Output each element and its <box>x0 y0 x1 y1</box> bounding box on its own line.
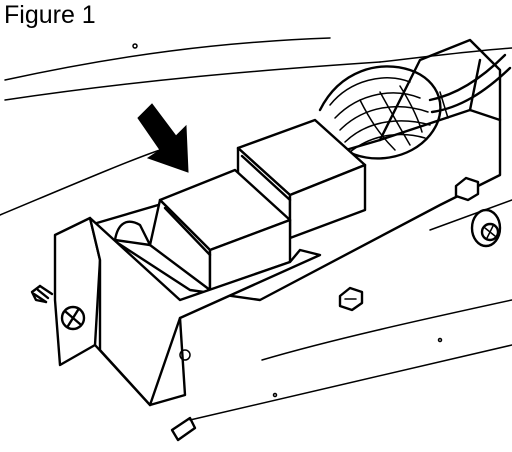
pointer-arrow-icon <box>137 103 189 173</box>
front-relay <box>113 168 292 292</box>
body-panel-lines <box>0 37 512 421</box>
figure-label: Figure 1 <box>4 1 96 29</box>
front-bracket-plate <box>53 216 322 407</box>
screw-head-icon <box>30 284 86 331</box>
mounting-holes <box>132 43 443 442</box>
hex-nut-icon <box>338 286 364 312</box>
wire-harness <box>318 53 512 160</box>
screw-head-icon <box>470 208 502 248</box>
hex-nut-icon <box>454 176 480 202</box>
